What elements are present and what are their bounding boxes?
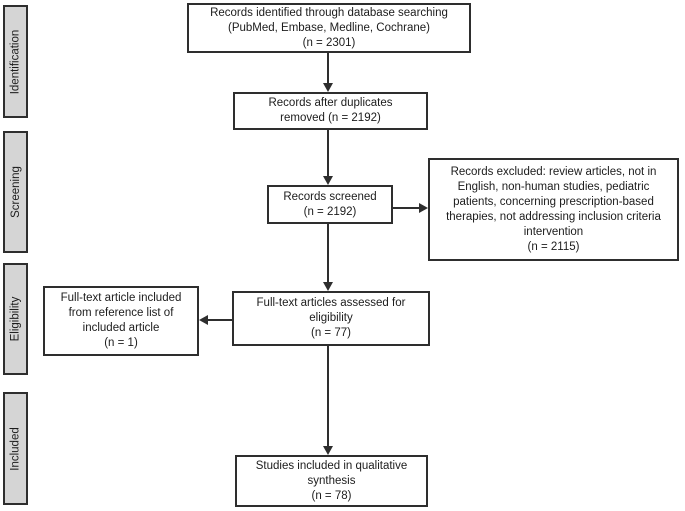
box-fulltext-assessed: Full-text articles assessed for eligibil…: [232, 291, 430, 346]
arrowhead-down-icon: [323, 282, 333, 291]
arrow-line: [392, 207, 422, 209]
stage-included: Included: [3, 392, 28, 505]
box-text: Records identified through database sear…: [210, 6, 448, 49]
stage-screening: Screening: [3, 131, 28, 253]
box-text: Records screened (n = 2192): [283, 190, 377, 218]
box-records-identified: Records identified through database sear…: [187, 3, 471, 53]
arrow-line: [327, 224, 329, 284]
arrowhead-right-icon: [419, 203, 428, 213]
stage-label: Screening: [9, 166, 22, 218]
arrow-line: [327, 52, 329, 86]
box-text: Studies included in qualitative synthesi…: [255, 459, 408, 502]
box-text: Full-text article included from referenc…: [60, 292, 182, 349]
stage-label: Eligibility: [9, 296, 22, 342]
box-text: Records after duplicates removed (n = 21…: [268, 97, 393, 124]
stage-identification: Identification: [3, 5, 28, 118]
arrow-line: [327, 130, 329, 178]
arrowhead-down-icon: [323, 176, 333, 185]
arrow-line: [327, 346, 329, 448]
box-qualitative-synthesis: Studies included in qualitative synthesi…: [235, 455, 428, 507]
arrowhead-down-icon: [323, 83, 333, 92]
stage-label: Included: [9, 426, 22, 471]
arrowhead-down-icon: [323, 446, 333, 455]
box-records-screened: Records screened (n = 2192): [267, 185, 393, 224]
stage-eligibility: Eligibility: [3, 263, 28, 375]
box-fulltext-reference-included: Full-text article included from referenc…: [43, 286, 199, 356]
box-duplicates-removed: Records after duplicates removed (n = 21…: [233, 92, 428, 130]
box-text: Full-text articles assessed for eligibil…: [256, 297, 406, 339]
box-records-excluded: Records excluded: review articles, not i…: [428, 158, 679, 261]
arrow-line: [205, 319, 233, 321]
stage-label: Identification: [9, 29, 22, 94]
box-text: Records excluded: review articles, not i…: [446, 165, 661, 253]
arrowhead-left-icon: [199, 315, 208, 325]
